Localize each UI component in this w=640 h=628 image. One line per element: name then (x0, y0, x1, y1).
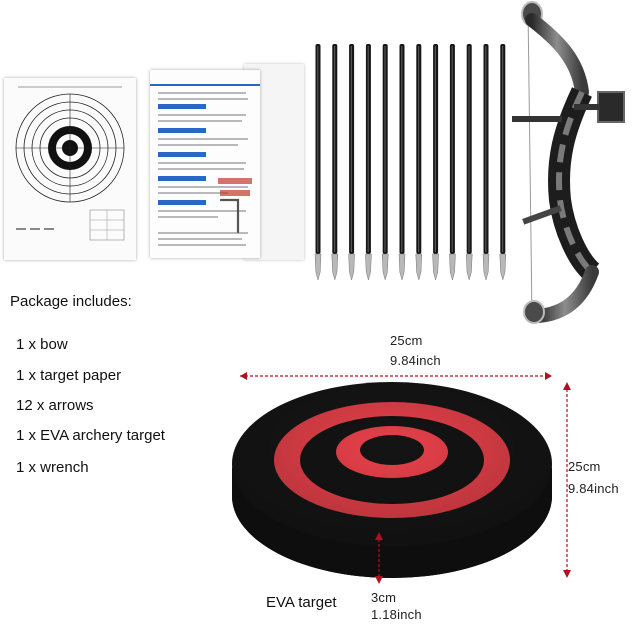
arrow (381, 44, 389, 281)
eva-target-icon (232, 382, 552, 578)
thickness-dimension-line (375, 532, 383, 584)
package-item-target-paper: 1 x target paper (16, 367, 122, 384)
red-stamp-icon (218, 178, 252, 196)
thickness-inch-label: 1.18inch (371, 607, 422, 622)
arrow (449, 44, 456, 281)
thickness-cm-label: 3cm (371, 590, 397, 605)
package-item-arrows: 12 x arrows (16, 397, 94, 414)
height-dimension-line (563, 382, 571, 578)
paper-target-icon (15, 86, 125, 241)
eva-target-label: EVA target (266, 594, 337, 611)
safety-notice-sheet (150, 70, 260, 258)
arrow (432, 44, 439, 281)
height-inch-label: 9.84inch (568, 481, 619, 496)
arrow (331, 44, 339, 281)
notice-header (150, 70, 260, 86)
arrow (415, 44, 423, 281)
target-paper-image (4, 78, 136, 260)
height-cm-label: 25cm (568, 459, 601, 474)
arrow (365, 44, 372, 281)
arrow (314, 44, 322, 281)
compound-bow-icon (512, 1, 625, 324)
wrench-icon (219, 198, 240, 234)
width-dimension-line (240, 372, 552, 380)
arrow (465, 44, 473, 281)
arrows-group (314, 44, 507, 281)
arrow (398, 44, 406, 281)
arrow (499, 44, 507, 281)
width-cm-label: 25cm (390, 333, 423, 348)
package-item-bow: 1 x bow (16, 336, 68, 353)
package-item-wrench: 1 x wrench (16, 459, 89, 476)
arrow (348, 44, 355, 281)
width-inch-label: 9.84inch (390, 353, 441, 368)
arrow (482, 44, 490, 281)
package-heading: Package includes: (10, 293, 132, 310)
package-item-eva-target: 1 x EVA archery target (16, 427, 165, 444)
